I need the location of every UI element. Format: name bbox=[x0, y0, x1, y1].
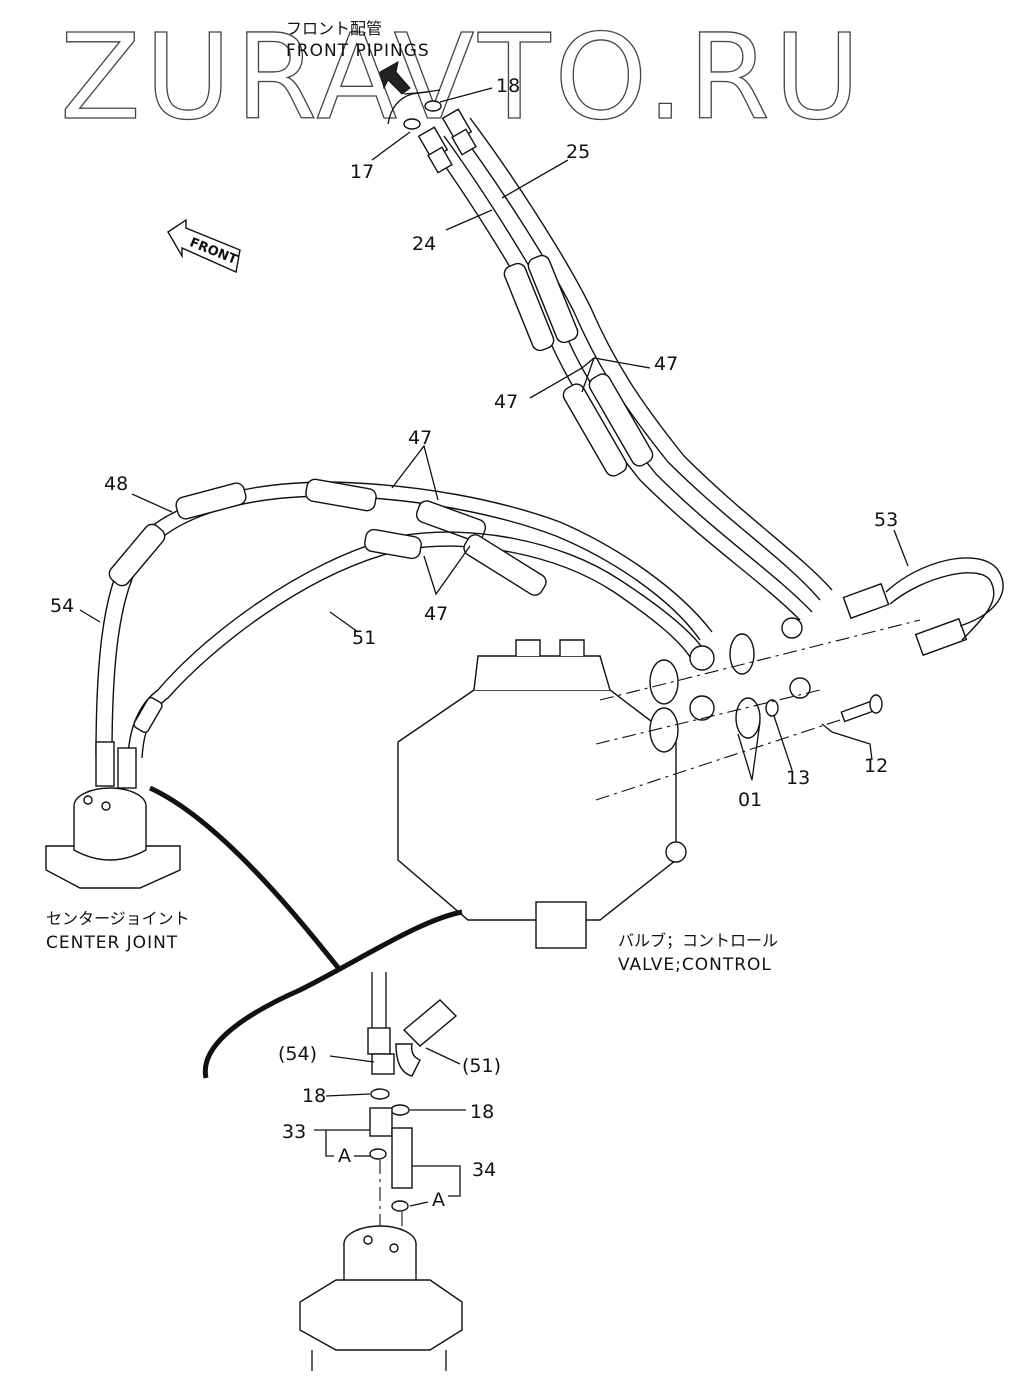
callout-18-right: 18 bbox=[470, 1101, 494, 1123]
center-joint bbox=[45, 741, 181, 889]
adapter-33 bbox=[369, 1107, 393, 1137]
o-ring-13 bbox=[765, 699, 779, 717]
callout-34: 34 bbox=[472, 1159, 496, 1181]
control-valve bbox=[397, 639, 687, 949]
o-ring-18-left bbox=[370, 1088, 390, 1100]
callout-12: 12 bbox=[864, 755, 888, 777]
callout-33: 33 bbox=[282, 1121, 306, 1143]
callout-A-left: A bbox=[338, 1145, 351, 1167]
callout-54: 54 bbox=[50, 595, 74, 617]
detail-arc bbox=[148, 785, 342, 972]
callout-48: 48 bbox=[104, 473, 128, 495]
callout-25: 25 bbox=[566, 141, 590, 163]
o-ring-18-top bbox=[424, 100, 442, 112]
flanges-01 bbox=[649, 617, 811, 753]
valve-en: VALVE;CONTROL bbox=[618, 955, 772, 975]
callout-01: 01 bbox=[738, 789, 762, 811]
front-pipings-jp: フロント配管 bbox=[286, 19, 382, 38]
callout-51: 51 bbox=[352, 627, 376, 649]
callout-47-left: 47 bbox=[494, 391, 518, 413]
callout-54-paren: (54) bbox=[278, 1043, 317, 1065]
center-joint-jp: センタージョイント bbox=[46, 909, 190, 928]
callout-53: 53 bbox=[874, 509, 898, 531]
o-ring-17 bbox=[403, 118, 421, 130]
hose-53 bbox=[842, 557, 1004, 657]
bracket-line bbox=[387, 89, 441, 125]
callout-A-right: A bbox=[432, 1189, 445, 1211]
front-pipings-en: FRONT PIPINGS bbox=[286, 41, 430, 61]
adapter-34 bbox=[391, 1127, 413, 1189]
callout-47-right: 47 bbox=[654, 353, 678, 375]
hose-54 bbox=[95, 478, 713, 757]
callout-17: 17 bbox=[350, 161, 374, 183]
valve-jp: バルブ；コントロール bbox=[618, 931, 778, 950]
callout-13: 13 bbox=[786, 767, 810, 789]
protector-47-upper bbox=[503, 254, 654, 477]
callout-47-top-mid: 47 bbox=[408, 427, 432, 449]
hose-51 bbox=[127, 528, 705, 759]
detail-view bbox=[299, 972, 463, 1371]
callout-51-paren: (51) bbox=[462, 1055, 501, 1077]
center-joint-en: CENTER JOINT bbox=[46, 933, 178, 953]
callout-18-left: 18 bbox=[302, 1085, 326, 1107]
callout-47-bottom-mid: 47 bbox=[424, 603, 448, 625]
callout-24: 24 bbox=[412, 233, 436, 255]
bolt-12 bbox=[840, 694, 883, 723]
o-ring-18-right bbox=[390, 1104, 410, 1116]
callout-18-top: 18 bbox=[496, 75, 520, 97]
front-pipings-arrow-icon bbox=[379, 61, 411, 95]
hose-25 bbox=[441, 108, 833, 601]
front-arrow-icon: FRONT bbox=[167, 218, 241, 274]
